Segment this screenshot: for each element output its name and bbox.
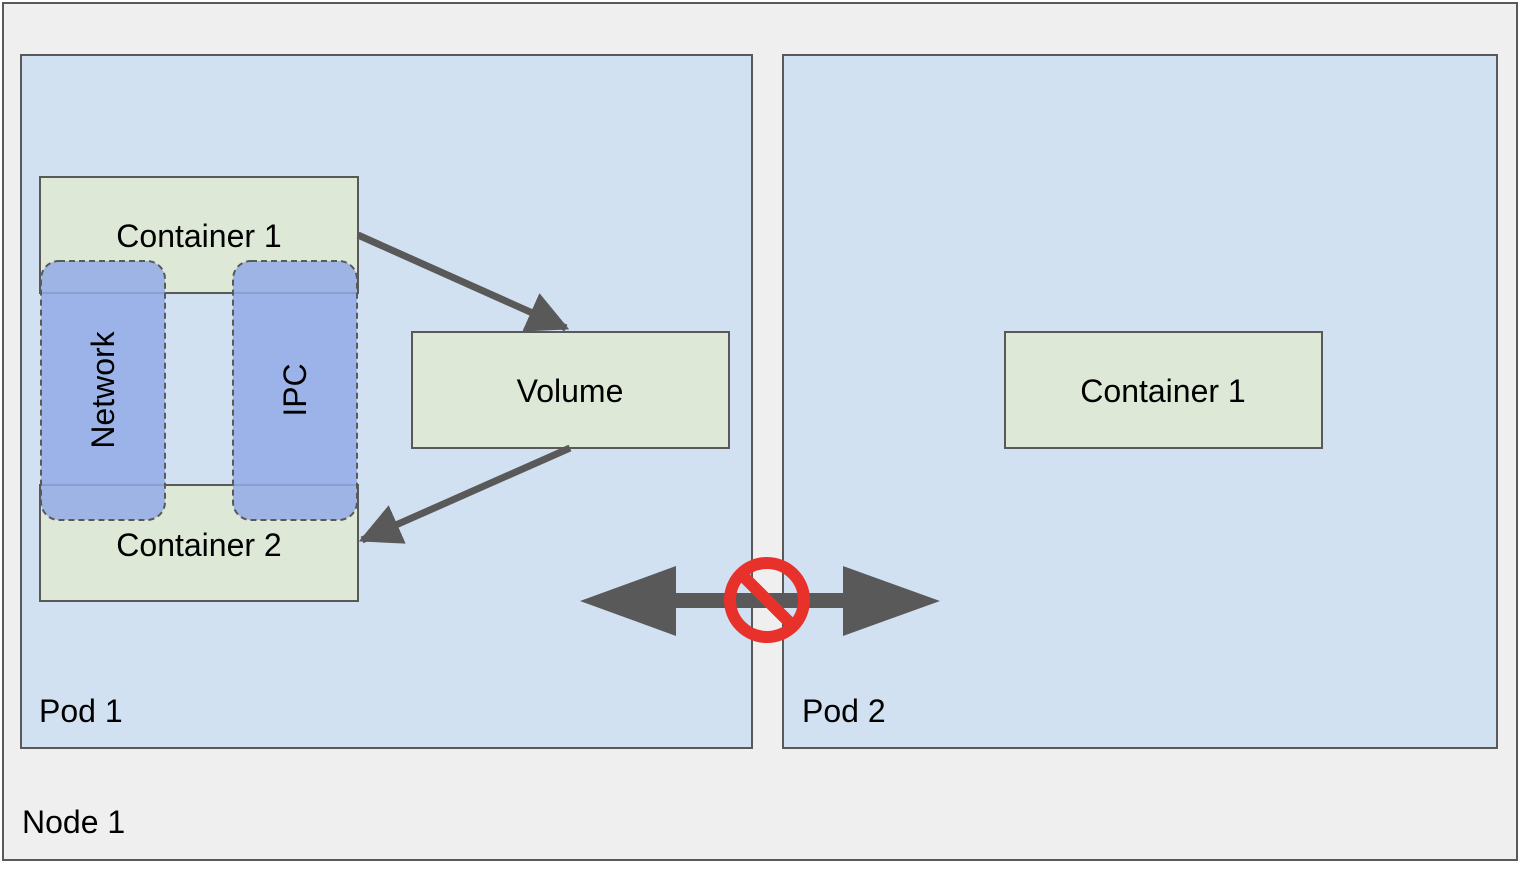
pod-1-container-1-label: Container 1 [116,218,281,254]
ipc-namespace-box [232,260,358,521]
volume-label: Volume [517,373,624,409]
volume-box [411,331,730,449]
pod-1-label: Pod 1 [39,693,123,729]
pod-1-container-2-label: Container 2 [116,527,281,563]
node-label: Node 1 [22,804,125,840]
network-namespace-box [40,260,166,521]
network-namespace-label: Network [85,330,121,448]
ipc-namespace-label: IPC [277,363,313,416]
volume-to-container-2-arrow [358,444,572,544]
pod-2-container-1-box [1004,331,1323,449]
container-1-to-volume-arrow [356,231,570,332]
no-entry-icon [724,557,810,643]
pod-2-container-1-label: Container 1 [1080,373,1245,409]
pod-2-label: Pod 2 [802,693,886,729]
